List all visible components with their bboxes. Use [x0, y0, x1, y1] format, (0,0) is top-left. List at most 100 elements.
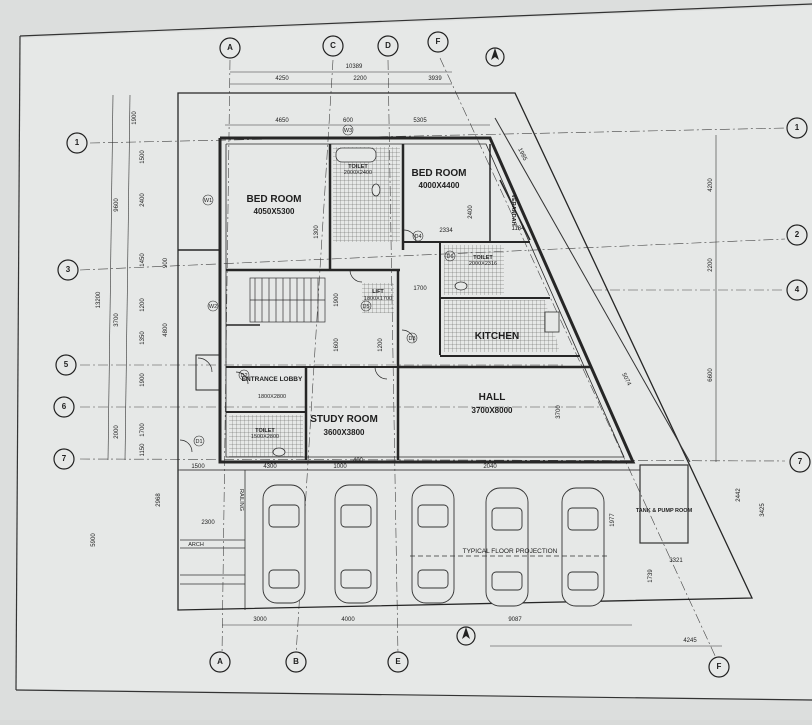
sheet-area — [16, 6, 812, 700]
grid-bubble-bottom-a: A — [217, 657, 223, 666]
window-door-tags: W1 W2 W3 D2 D3 D4 D5 D6 D1 — [193, 124, 456, 447]
bedroom1-size: 4050X5300 — [254, 207, 295, 216]
sink-icon — [544, 311, 560, 333]
dim-mid-d: 400 — [353, 458, 364, 464]
dim-inner-d: 1200 — [378, 338, 384, 352]
dim-mid-e: 2040 — [483, 464, 497, 470]
dim-left-6: 1350 — [140, 331, 146, 345]
dim-bot-a: 3000 — [253, 617, 267, 623]
dim-park-f: 2442 — [736, 488, 742, 502]
grid-bubble-left-3: 3 — [66, 265, 71, 274]
dim-park-e: 1739 — [648, 569, 654, 583]
dim-left-1: 1900 — [132, 111, 138, 125]
dim-mid-c: 1000 — [333, 464, 347, 470]
dim-top2-a: 4650 — [275, 118, 289, 124]
grid-bubble-left-1: 1 — [75, 138, 80, 147]
tag-d5: D5 — [362, 304, 369, 310]
grid-bubble-right-2: 2 — [795, 230, 800, 239]
bedroom2-name: BED ROOM — [412, 168, 467, 179]
staircase — [249, 277, 326, 323]
dim-park-h: 5900 — [91, 533, 97, 547]
tag-d6: D6 — [446, 254, 453, 260]
dim-diag-b: 5074 — [620, 372, 632, 387]
dim-left-5: 1200 — [140, 298, 146, 312]
dimension-texts: 10389 4250 2200 3939 4650 600 5305 13200… — [91, 64, 766, 644]
dim-top2-c: 5305 — [413, 118, 427, 124]
entrance-size: 1800X2800 — [258, 394, 286, 400]
car-icon — [411, 484, 455, 604]
grid-bubble-bottom-f: F — [717, 662, 722, 671]
dim-left-8: 1700 — [140, 423, 146, 437]
tag-w2: W2 — [209, 304, 217, 310]
car-icon — [262, 484, 306, 604]
toilet1-name: TOILET — [348, 164, 368, 170]
dim-top-total: 10389 — [346, 64, 363, 70]
dim-left-2: 1500 — [140, 150, 146, 164]
dim-right-c: 6600 — [708, 368, 714, 382]
lift-name: LIFT — [372, 289, 384, 295]
border-left — [15, 35, 21, 691]
grid-bubble-bottom-e: E — [395, 657, 401, 666]
dim-inner-h: 2400 — [468, 205, 474, 219]
toilet2-size: 2000X2316 — [469, 261, 497, 267]
north-arrow-icon — [485, 47, 505, 67]
wc-icon — [371, 183, 381, 197]
grid-bubble-left-6: 6 — [62, 402, 67, 411]
kitchen-name: KITCHEN — [475, 331, 519, 342]
bathtub-icon — [335, 147, 377, 163]
dim-inner-f: 1184 — [512, 226, 526, 232]
projection-label: TYPICAL FLOOR PROJECTION — [463, 548, 558, 555]
toilet1-tiles — [333, 147, 400, 242]
toilet1-size: 2000X2400 — [344, 170, 372, 176]
grid-bubble-top-d: D — [385, 41, 391, 50]
dim-left-7: 1900 — [140, 373, 146, 387]
kitchen-tiles — [444, 300, 560, 352]
car-icon — [334, 484, 378, 604]
car-icon — [561, 487, 605, 607]
grid-bubbles-top: A C D F — [219, 31, 449, 59]
dim-inner-j: 4800 — [163, 323, 169, 337]
tag-d1: D1 — [195, 439, 202, 445]
dim-inner-k: 900 — [163, 257, 169, 268]
dim-left-o2: 3700 — [114, 313, 120, 327]
grid-bubble-right-7: 7 — [798, 457, 803, 466]
compass-icon — [456, 626, 476, 646]
wc-icon-3 — [272, 447, 286, 457]
tank-name: TANK & PUMP ROOM — [636, 508, 693, 514]
dim-inner-i: 3700 — [556, 405, 562, 419]
dim-left-4: 1450 — [140, 253, 146, 267]
dim-left-total: 13200 — [96, 291, 102, 308]
dim-left-3: 2400 — [140, 193, 146, 207]
dim-left-o3: 2000 — [114, 425, 120, 439]
border-top — [19, 3, 812, 37]
toilet2-tiles — [444, 245, 504, 295]
toilet3-size: 1500X2800 — [251, 434, 279, 440]
toilet2-name: TOILET — [473, 255, 493, 261]
dim-top-c: 3939 — [428, 76, 442, 82]
dim-right-a: 4200 — [708, 178, 714, 192]
toilet3-name: TOILET — [255, 428, 275, 434]
grid-bubble-bottom-b: B — [293, 657, 299, 666]
wc-icon-2 — [454, 281, 468, 291]
dim-inner-c: 1600 — [334, 338, 340, 352]
dim-mid-a: 1500 — [191, 464, 205, 470]
verandah-edge — [494, 117, 691, 463]
grid-bubbles-left: 1 3 5 6 7 — [53, 132, 88, 470]
dim-inner-a: 1700 — [413, 286, 427, 292]
study-name: STUDY ROOM — [310, 414, 378, 425]
dim-park-d: 3321 — [669, 558, 683, 564]
grid-bubble-top-f: F — [436, 37, 441, 46]
grid-bubble-top-a: A — [227, 43, 233, 52]
grid-bubble-right-1: 1 — [795, 123, 800, 132]
dim-top2-b: 600 — [343, 118, 354, 124]
bedroom2-size: 4000X4400 — [419, 181, 460, 190]
arch-label: ARCH — [188, 542, 204, 548]
lift-tiles — [362, 283, 394, 313]
dimension-lines — [107, 71, 722, 647]
tag-w3: W3 — [344, 128, 352, 134]
hall-name: HALL — [479, 392, 506, 403]
building-walls — [177, 136, 636, 464]
dim-bot-c: 9087 — [508, 617, 522, 623]
dim-park-a: 2968 — [156, 493, 162, 507]
